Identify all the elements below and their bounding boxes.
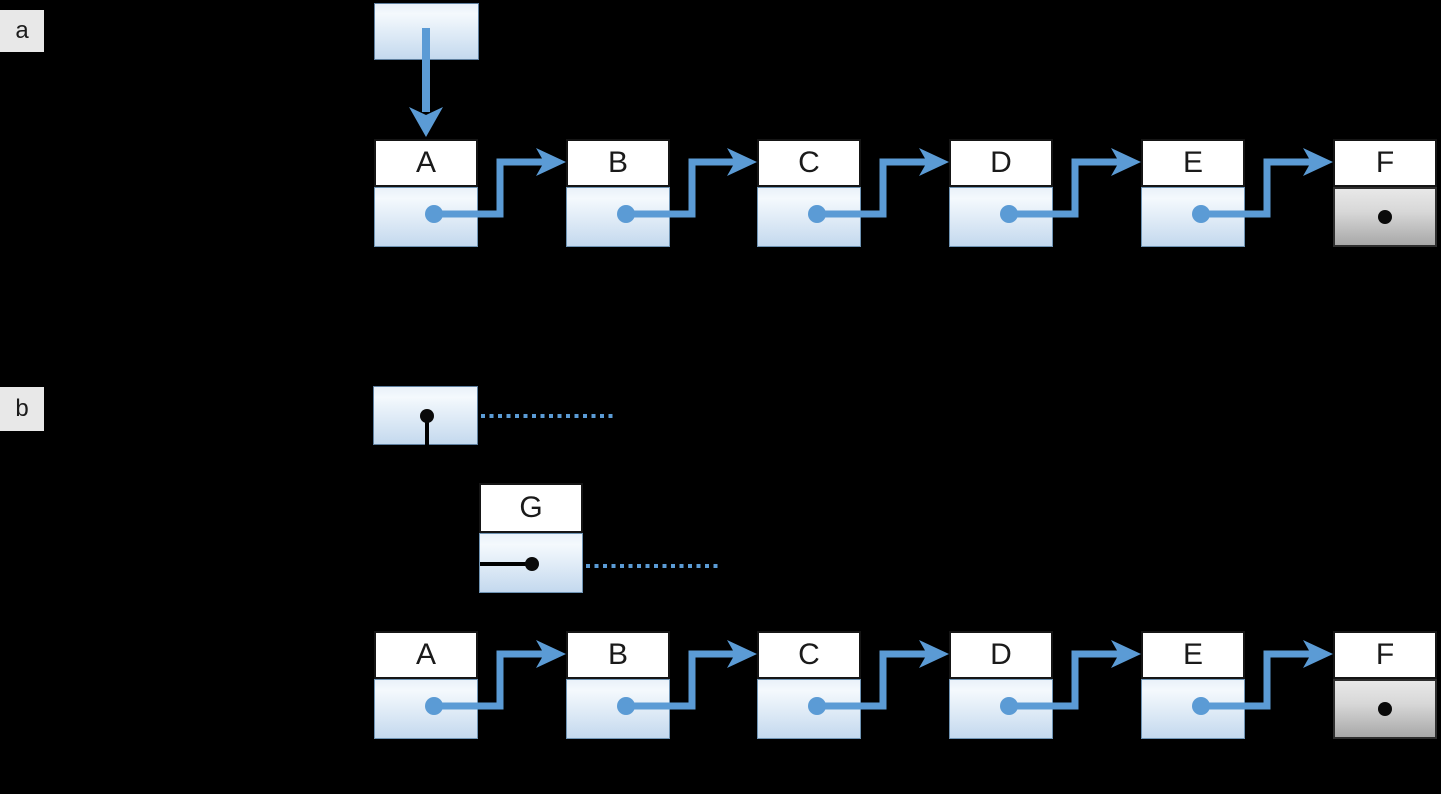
node-letter: C bbox=[798, 638, 820, 671]
node-label-box: A bbox=[374, 631, 478, 679]
node-letter: E bbox=[1182, 146, 1203, 179]
node-letter: F bbox=[1375, 146, 1395, 179]
node-letter: B bbox=[607, 146, 628, 179]
node-null-box bbox=[1333, 679, 1437, 739]
node-letter: D bbox=[990, 638, 1012, 671]
head-pointer-box-b bbox=[373, 386, 478, 445]
node-letter: F bbox=[1375, 638, 1395, 671]
node-pointer-box bbox=[949, 187, 1053, 247]
node-label-box: E bbox=[1141, 631, 1245, 679]
node-pointer-box bbox=[566, 679, 670, 739]
node-label-box: C bbox=[757, 139, 861, 187]
node-pointer-box bbox=[374, 679, 478, 739]
node-label-box: D bbox=[949, 631, 1053, 679]
node-label-box: E bbox=[1141, 139, 1245, 187]
node-pointer-box bbox=[374, 187, 478, 247]
node-label-box: A bbox=[374, 139, 478, 187]
node-label-box: B bbox=[566, 631, 670, 679]
node-null-box bbox=[1333, 187, 1437, 247]
node-label-box: D bbox=[949, 139, 1053, 187]
node-label-box: F bbox=[1333, 631, 1437, 679]
node-label-box: G bbox=[479, 483, 583, 533]
node-label-box: B bbox=[566, 139, 670, 187]
panel-b-tag-label: b bbox=[15, 395, 29, 422]
node-letter: A bbox=[415, 146, 436, 179]
node-letter: E bbox=[1182, 638, 1203, 671]
node-label-box: F bbox=[1333, 139, 1437, 187]
node-pointer-box bbox=[479, 533, 583, 593]
panel-a-tag-label: a bbox=[15, 17, 29, 44]
node-letter: G bbox=[519, 491, 543, 524]
node-label-box: C bbox=[757, 631, 861, 679]
node-pointer-box bbox=[949, 679, 1053, 739]
node-letter: B bbox=[607, 638, 628, 671]
node-letter: A bbox=[415, 638, 436, 671]
node-pointer-box bbox=[757, 679, 861, 739]
node-pointer-box bbox=[757, 187, 861, 247]
node-letter: D bbox=[990, 146, 1012, 179]
node-pointer-box bbox=[1141, 187, 1245, 247]
node-pointer-box bbox=[566, 187, 670, 247]
panel-b-tag: b bbox=[0, 387, 44, 431]
node-letter: C bbox=[798, 146, 820, 179]
head-pointer-box-a bbox=[374, 3, 479, 60]
node-pointer-box bbox=[1141, 679, 1245, 739]
panel-a-tag: a bbox=[0, 10, 44, 52]
